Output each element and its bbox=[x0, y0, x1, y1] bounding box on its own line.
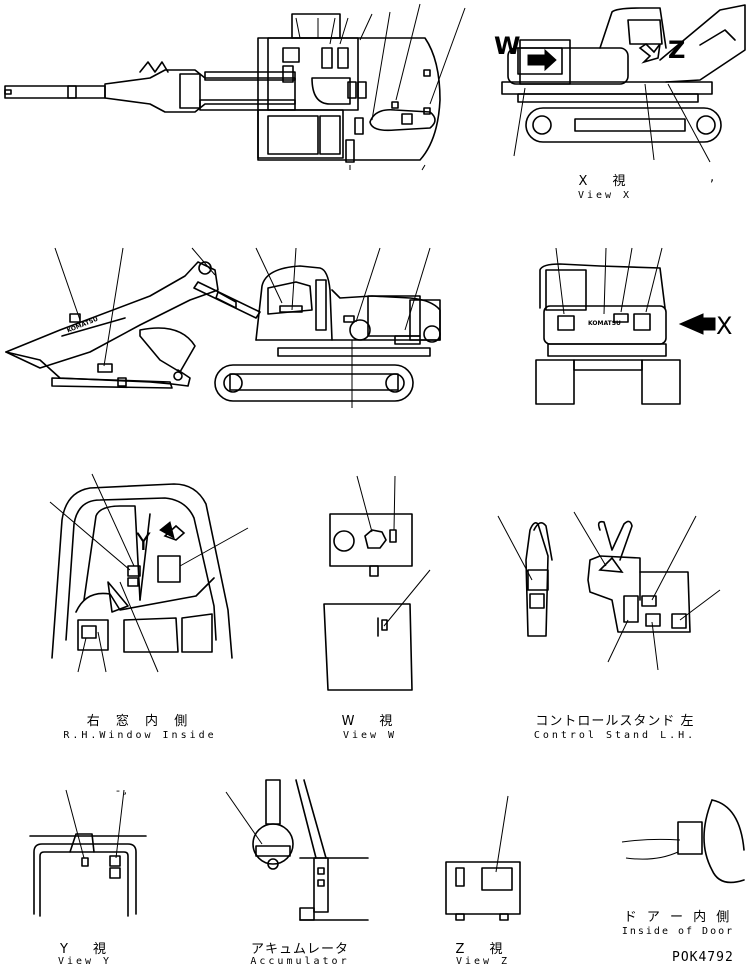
view-z-drawing bbox=[445, 795, 521, 921]
view-y-drawing bbox=[29, 789, 147, 917]
control-stand-caption-en: Control Stand L.H. bbox=[533, 730, 697, 741]
door-caption-en: Inside of Door bbox=[621, 926, 735, 937]
view-y-marker: Y bbox=[136, 528, 151, 556]
door-caption: ド ア ー 内 側 bbox=[623, 910, 733, 925]
view-x-caption-en: View X bbox=[577, 190, 633, 201]
view-y-caption: Y 視 bbox=[60, 942, 112, 957]
view-z-marker: Z bbox=[668, 36, 686, 64]
window-caption-en: R.H.Window Inside bbox=[63, 730, 217, 741]
drawing-number: POK4792 bbox=[672, 950, 734, 965]
view-y-caption-en: View Y bbox=[57, 956, 113, 967]
plan-view-drawing bbox=[4, 3, 466, 171]
brand-decal-rear: KOMATSU bbox=[588, 320, 621, 327]
control-stand-caption: コントロールスタンド 左 bbox=[535, 714, 695, 729]
side-view-drawing bbox=[5, 247, 441, 408]
view-z-caption: Z 視 bbox=[455, 942, 509, 957]
control-stand-drawing bbox=[497, 511, 721, 671]
door-inside-drawing bbox=[621, 799, 745, 884]
view-z-caption-en: View Z bbox=[455, 956, 511, 967]
view-y-mark: - , bbox=[116, 784, 127, 797]
view-x-marker: X bbox=[716, 312, 733, 340]
accumulator-caption: アキュムレータ bbox=[250, 942, 349, 957]
accumulator-caption-en: Accumulator bbox=[250, 956, 350, 967]
accumulator-drawing bbox=[225, 779, 369, 921]
view-w-drawing bbox=[323, 475, 431, 691]
view-x-caption: X 視 bbox=[578, 174, 632, 189]
view-x-mark: , bbox=[710, 170, 715, 185]
window-inside-drawing bbox=[49, 473, 249, 673]
view-w-caption-en: View W bbox=[342, 730, 398, 741]
rear-view-drawing bbox=[535, 247, 716, 405]
view-w-caption: W 視 bbox=[341, 714, 399, 729]
view-w-marker: W bbox=[494, 32, 521, 60]
window-caption: 右 窓 内 側 bbox=[86, 714, 194, 729]
view-x-drawing bbox=[501, 4, 746, 163]
